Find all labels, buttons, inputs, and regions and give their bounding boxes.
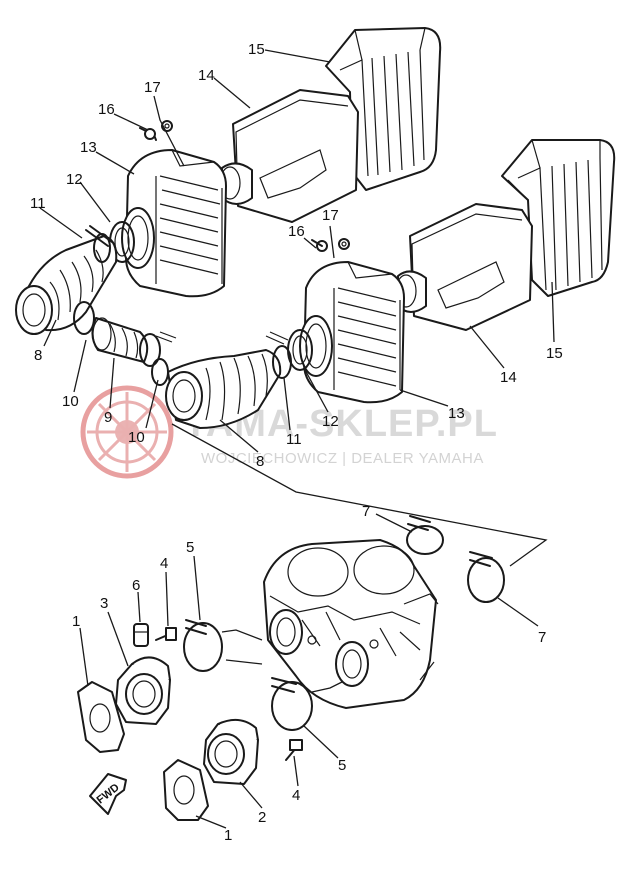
hose-6 — [133, 623, 149, 647]
callout-13-lower: 13 — [448, 405, 465, 422]
callout-1-upper: 1 — [72, 613, 80, 630]
callout-5-upper: 5 — [186, 539, 194, 556]
callout-16-upper: 16 — [98, 101, 115, 118]
gasket-1-upper — [77, 681, 125, 753]
callout-10-lower: 10 — [128, 429, 145, 446]
hose-clamp-11-lower — [272, 345, 292, 379]
callout-9: 9 — [104, 409, 112, 426]
bolt-4-lower — [285, 739, 303, 761]
bolt-4-upper — [155, 627, 177, 641]
carb-clamp-7-upper — [406, 515, 444, 555]
callout-11-upper: 11 — [30, 195, 46, 212]
callout-12-lower: 12 — [322, 413, 339, 430]
callout-10-upper: 10 — [62, 393, 79, 410]
callout-12-upper: 12 — [66, 171, 83, 188]
air-box-upper — [121, 149, 227, 298]
intake-hose-lower-8 — [165, 349, 282, 429]
carb-joint-2 — [203, 718, 259, 785]
callout-7-upper: 7 — [362, 503, 370, 520]
fwd-arrow: FWD — [89, 773, 127, 815]
callout-4-lower: 4 — [292, 787, 300, 804]
assembly-bracket-lines — [171, 423, 548, 567]
carb-joint-3 — [115, 656, 171, 725]
air-box-lower — [299, 261, 405, 404]
callout-6: 6 — [132, 577, 140, 594]
callout-15-upper: 15 — [248, 41, 265, 58]
intake-hose-upper-8 — [15, 235, 118, 335]
gasket-1-lower — [163, 759, 209, 821]
callout-14-upper: 14 — [198, 67, 215, 84]
air-filter-case-lower — [395, 139, 616, 331]
leader-lines — [39, 49, 555, 829]
callout-3: 3 — [100, 595, 108, 612]
callout-2: 2 — [258, 809, 266, 826]
air-filter-case-upper — [219, 27, 442, 223]
clamp-10-lower — [151, 358, 169, 386]
washer-17-lower — [338, 238, 350, 250]
callout-7-lower: 7 — [538, 629, 546, 646]
callout-16-lower: 16 — [288, 223, 305, 240]
callout-4-upper: 4 — [160, 555, 168, 572]
callout-14-lower: 14 — [500, 369, 517, 386]
callout-15-lower: 15 — [546, 345, 563, 362]
clamp-10-upper-b — [139, 333, 161, 367]
callout-5-lower: 5 — [338, 757, 346, 774]
callout-17-upper: 17 — [144, 79, 161, 96]
callout-11-lower: 11 — [286, 431, 302, 448]
clamp-10-upper-a — [73, 301, 95, 335]
callout-13-upper: 13 — [80, 139, 97, 156]
watermark-subtitle: WOJCIECHOWICZ | DEALER YAMAHA — [201, 450, 484, 467]
carburetor-assembly — [263, 539, 439, 709]
hardware-upper — [109, 120, 173, 263]
hose-joint-9 — [73, 301, 177, 367]
callout-1-lower: 1 — [224, 827, 232, 844]
callout-labels: 15 14 17 16 13 12 11 8 10 9 10 8 11 12 1… — [30, 41, 563, 844]
dealer-logo — [80, 385, 174, 479]
callout-8-lower: 8 — [256, 453, 264, 470]
callout-17-lower: 17 — [322, 207, 339, 224]
callout-8-upper: 8 — [34, 347, 42, 364]
manifold-clamp-5-lower — [271, 677, 313, 731]
manifold-clamp-5-upper — [183, 619, 223, 672]
carb-clamp-7-lower — [467, 551, 505, 603]
hardware-lower — [287, 238, 350, 371]
